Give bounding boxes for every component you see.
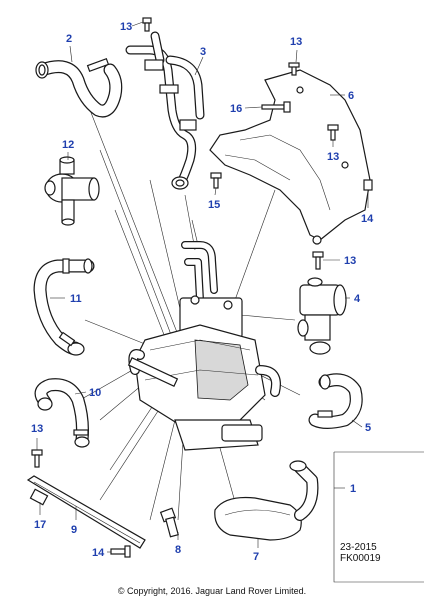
- part-13-screw-valve: [312, 251, 324, 270]
- callout-7: 7: [253, 551, 259, 563]
- callout-15: 15: [208, 199, 220, 211]
- copyright-notice: © Copyright, 2016. Jaguar Land Rover Lim…: [117, 586, 307, 596]
- callout-11: 11: [70, 293, 82, 305]
- callout-2: 2: [66, 33, 72, 45]
- callout-1: 1: [350, 483, 356, 495]
- part-13-screw-top: [142, 17, 152, 32]
- part-13-screw-left: [31, 449, 43, 468]
- callout-1-bracket: [333, 452, 424, 583]
- callout-8: 8: [175, 544, 181, 556]
- leader-15: [214, 187, 217, 196]
- callout-labels: 13 2 3 13 6 16 12 13 15 14 13 4 11 10 13…: [31, 21, 374, 563]
- callout-10: 10: [89, 387, 101, 399]
- reference-line-1: 23-2015: [340, 542, 377, 553]
- part-6-heat-shield: [209, 69, 371, 245]
- part-7-shield: [214, 460, 319, 541]
- callout-12: 12: [62, 139, 74, 151]
- part-11-hose: [33, 258, 95, 356]
- leader-2: [69, 45, 73, 63]
- central-heater-assembly: [127, 241, 281, 451]
- callout-13c: 13: [327, 151, 339, 163]
- callout-5: 5: [365, 422, 371, 434]
- leader-5: [351, 419, 363, 428]
- leader-10: [74, 391, 87, 395]
- part-2-hose: [35, 57, 123, 118]
- part-9-strap: [26, 475, 146, 549]
- part-12-pump: [44, 156, 100, 226]
- callout-14b: 14: [92, 547, 105, 559]
- leader-13b: [295, 49, 298, 63]
- part-8-sensor: [159, 507, 179, 538]
- callout-13e: 13: [344, 255, 356, 267]
- leader-13a: [131, 21, 144, 27]
- callout-9: 9: [71, 524, 77, 536]
- callout-16: 16: [230, 103, 242, 115]
- part-10-hose: [34, 378, 90, 448]
- callout-6: 6: [348, 90, 354, 102]
- part-13-screw-shield: [288, 62, 300, 76]
- callout-4: 4: [354, 293, 361, 305]
- part-16-screw: [261, 101, 291, 113]
- callout-17: 17: [34, 519, 46, 531]
- part-15-screw: [210, 172, 222, 189]
- callout-13d: 13: [31, 423, 43, 435]
- part-14-clip-right: [363, 179, 373, 191]
- leader-16: [244, 106, 263, 109]
- part-17-clip: [29, 488, 49, 506]
- part-5-hose: [308, 373, 363, 429]
- reference-code: 23-2015 FK00019: [340, 542, 381, 564]
- callout-13b: 13: [290, 36, 302, 48]
- part-14-screw-bottom: [110, 545, 131, 558]
- reference-line-2: FK00019: [340, 553, 381, 564]
- part-3-pipe: [125, 31, 205, 190]
- leader-3: [194, 56, 204, 76]
- callout-13a: 13: [120, 21, 132, 33]
- callout-3: 3: [200, 46, 206, 58]
- part-4-valve: [297, 277, 347, 355]
- callout-14a: 14: [361, 213, 374, 225]
